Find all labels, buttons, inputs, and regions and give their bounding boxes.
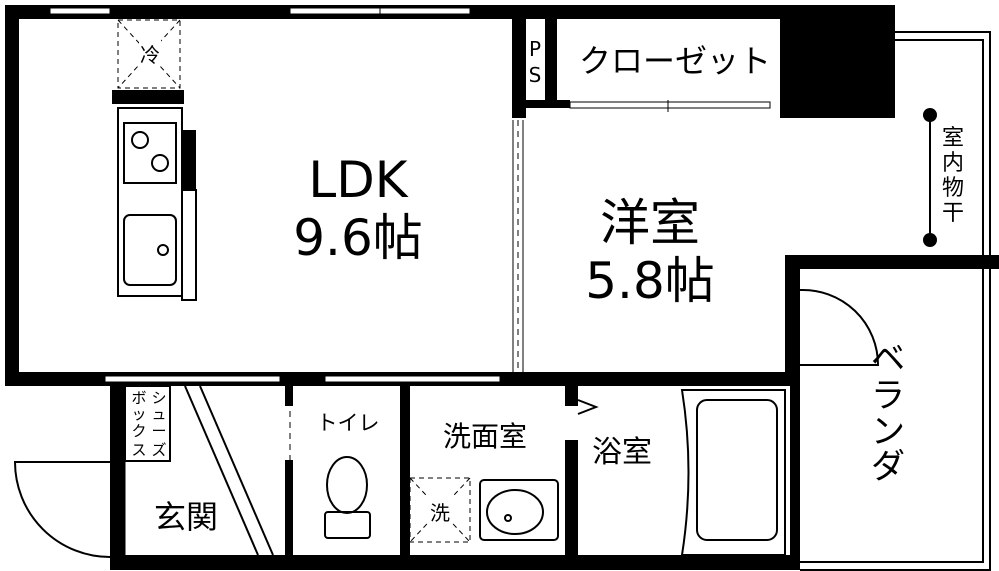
fridge-space: 冷 [117,19,181,89]
svg-text:ダ: ダ [871,447,905,487]
indoor-drying-label: 室 内 物 干 [942,126,964,226]
western-room-size: 5.8帖 [585,252,715,310]
washer-space: 洗 [409,477,471,543]
ps-label-1: P [529,37,541,61]
toilet-label: トイレ [317,411,380,435]
western-room-name: 洋室 [600,194,700,252]
shoe-box-label: シ ュ ー ズ ボ ッ ク ス [131,389,166,459]
svg-text:シ: シ [151,389,166,407]
svg-text:内: 内 [942,151,964,176]
svg-text:ズ: ズ [151,441,166,459]
kitchen-counter [117,107,197,301]
fridge-label: 冷 [140,43,160,67]
toilet-fixture [324,456,371,539]
washer-label: 洗 [430,501,450,525]
svg-text:ュ: ュ [151,405,166,423]
svg-text:ベ: ベ [871,339,905,379]
entrance-door [13,385,274,558]
svg-text:干: 干 [942,201,964,226]
svg-text:ク: ク [131,422,146,440]
svg-text:ッ: ッ [131,405,146,423]
ldk-size: 9.6帖 [293,209,423,267]
entrance-label: 玄関 [154,498,218,536]
windows [49,5,771,460]
balcony-label: ベ ラ ン ダ [871,339,905,487]
walls [5,5,999,570]
svg-text:ー: ー [151,422,166,440]
wash-basin [479,479,559,541]
svg-text:ン: ン [871,412,905,452]
bathtub [577,389,786,556]
svg-text:ラ: ラ [871,376,905,416]
ldk-name: LDK [308,151,408,209]
svg-text:ボ: ボ [131,389,146,407]
balcony-outline [799,31,991,571]
ps-label-2: S [529,63,542,87]
closet-label: クローゼット [579,42,771,80]
svg-text:ス: ス [131,441,146,459]
svg-text:室: 室 [942,126,964,151]
svg-text:物: 物 [942,176,964,201]
bathroom-label: 浴室 [592,435,652,470]
indoor-drying-rod [923,108,937,247]
washroom-label: 洗面室 [443,420,527,453]
